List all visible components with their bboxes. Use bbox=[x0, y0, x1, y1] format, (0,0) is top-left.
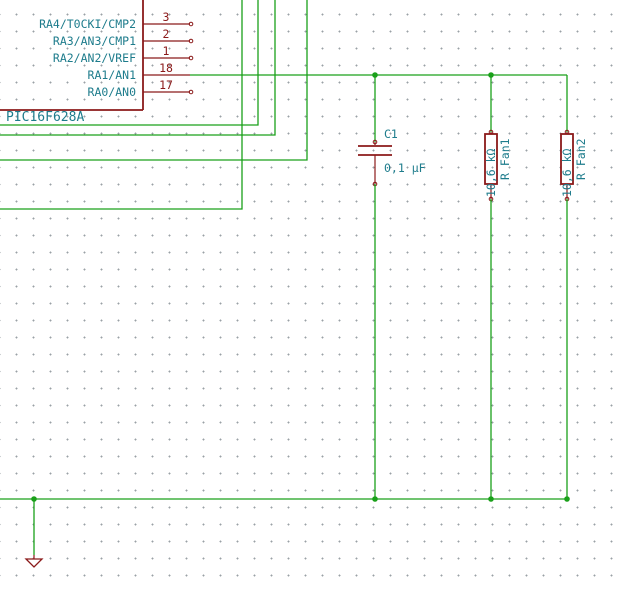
resistor-rfan1[interactable]: 10,6 kΩ R Fan1 bbox=[484, 129, 512, 202]
capacitor-value: 0,1 μF bbox=[384, 161, 426, 175]
wire-c bbox=[0, 0, 308, 161]
ground-triangle bbox=[24, 558, 44, 568]
resistor-rfan2[interactable]: 10,6 kΩ R Fan2 bbox=[560, 129, 588, 202]
ic-part-label: PIC16F628A bbox=[6, 110, 84, 125]
wire-b bbox=[0, 0, 276, 136]
wire-net-ra1[interactable] bbox=[190, 72, 568, 142]
pin-label: RA1/AN1 bbox=[88, 68, 137, 82]
resistor-ref: R Fan2 bbox=[574, 138, 588, 180]
wire-d bbox=[0, 0, 243, 210]
ic-pin-ra4[interactable]: RA4/T0CKI/CMP2 3 bbox=[39, 10, 194, 31]
junction-dot bbox=[488, 72, 494, 78]
pin-label: RA4/T0CKI/CMP2 bbox=[39, 17, 136, 31]
pin-endpoint bbox=[372, 139, 378, 145]
pin-label: RA3/AN3/CMP1 bbox=[53, 34, 136, 48]
capacitor-ref: C1 bbox=[384, 127, 398, 141]
pin-endpoint bbox=[188, 21, 194, 27]
junction-dot bbox=[488, 496, 494, 502]
pin-label: RA0/AN0 bbox=[88, 85, 137, 99]
pin-label: RA2/AN2/VREF bbox=[53, 51, 136, 65]
pin-endpoint bbox=[188, 38, 194, 44]
resistor-value: 10,6 kΩ bbox=[560, 148, 574, 197]
ic-pin-ra3[interactable]: RA3/AN3/CMP1 2 bbox=[53, 27, 194, 48]
wire-net-ground[interactable] bbox=[0, 184, 570, 555]
ic-pin-ra0[interactable]: RA0/AN0 17 bbox=[88, 78, 194, 99]
pin-number: 17 bbox=[159, 78, 173, 92]
junction-dot bbox=[372, 72, 378, 78]
junction-dot bbox=[31, 496, 37, 502]
ic-pin-ra1[interactable]: RA1/AN1 18 bbox=[88, 61, 190, 82]
pin-endpoint bbox=[188, 55, 194, 61]
wire-bus-left[interactable] bbox=[0, 0, 308, 210]
pin-number: 18 bbox=[159, 61, 173, 75]
pin-number: 2 bbox=[163, 27, 170, 41]
resistor-value: 10,6 kΩ bbox=[484, 148, 498, 197]
capacitor-c1[interactable]: C1 0,1 μF bbox=[358, 127, 426, 187]
junction-dot bbox=[372, 496, 378, 502]
pin-number: 1 bbox=[163, 44, 170, 58]
pin-endpoint bbox=[188, 89, 194, 95]
pin-number: 3 bbox=[163, 10, 170, 24]
wire-a bbox=[0, 0, 259, 126]
junction-dot bbox=[564, 496, 570, 502]
ic-pin-ra2[interactable]: RA2/AN2/VREF 1 bbox=[53, 44, 194, 65]
resistor-ref: R Fan1 bbox=[498, 138, 512, 180]
ground-symbol[interactable] bbox=[24, 555, 44, 568]
